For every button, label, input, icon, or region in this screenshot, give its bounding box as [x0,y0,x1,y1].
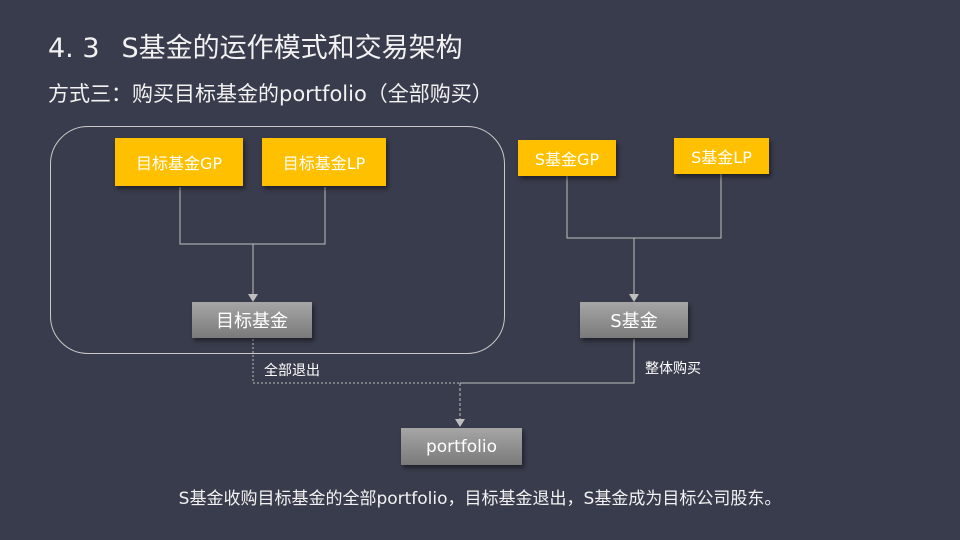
s-gp-lp-connector [566,174,722,239]
s-gp-box: S基金GP [518,140,616,176]
target-fund-box: 目标基金 [192,302,312,338]
portfolio-box: portfolio [401,428,522,465]
target-fund-group-frame [50,126,505,354]
page-subtitle: 方式三：购买目标基金的portfolio（全部购买） [48,82,493,106]
exit-label: 全部退出 [264,363,320,379]
section-number: 4. 3 [48,33,100,64]
target-fund-arrowhead [248,294,258,302]
buy-line [460,339,635,384]
slide-caption: S基金收购目标基金的全部portfolio，目标基金退出，S基金成为目标公司股东… [178,489,782,509]
exit-dotted-line [252,339,460,384]
s-lp-box: S基金LP [674,138,769,174]
portfolio-arrowhead [455,419,465,427]
buy-label: 整体购买 [645,361,701,377]
target-lp-box: 目标基金LP [262,138,386,186]
s-fund-arrowhead [629,294,639,302]
s-fund-box: S基金 [580,302,688,338]
target-gp-box: 目标基金GP [115,138,243,186]
title-text: S基金的运作模式和交易架构 [121,33,463,64]
page-title: 4. 3 S基金的运作模式和交易架构 [48,26,463,65]
target-gp-lp-connector [179,187,326,245]
